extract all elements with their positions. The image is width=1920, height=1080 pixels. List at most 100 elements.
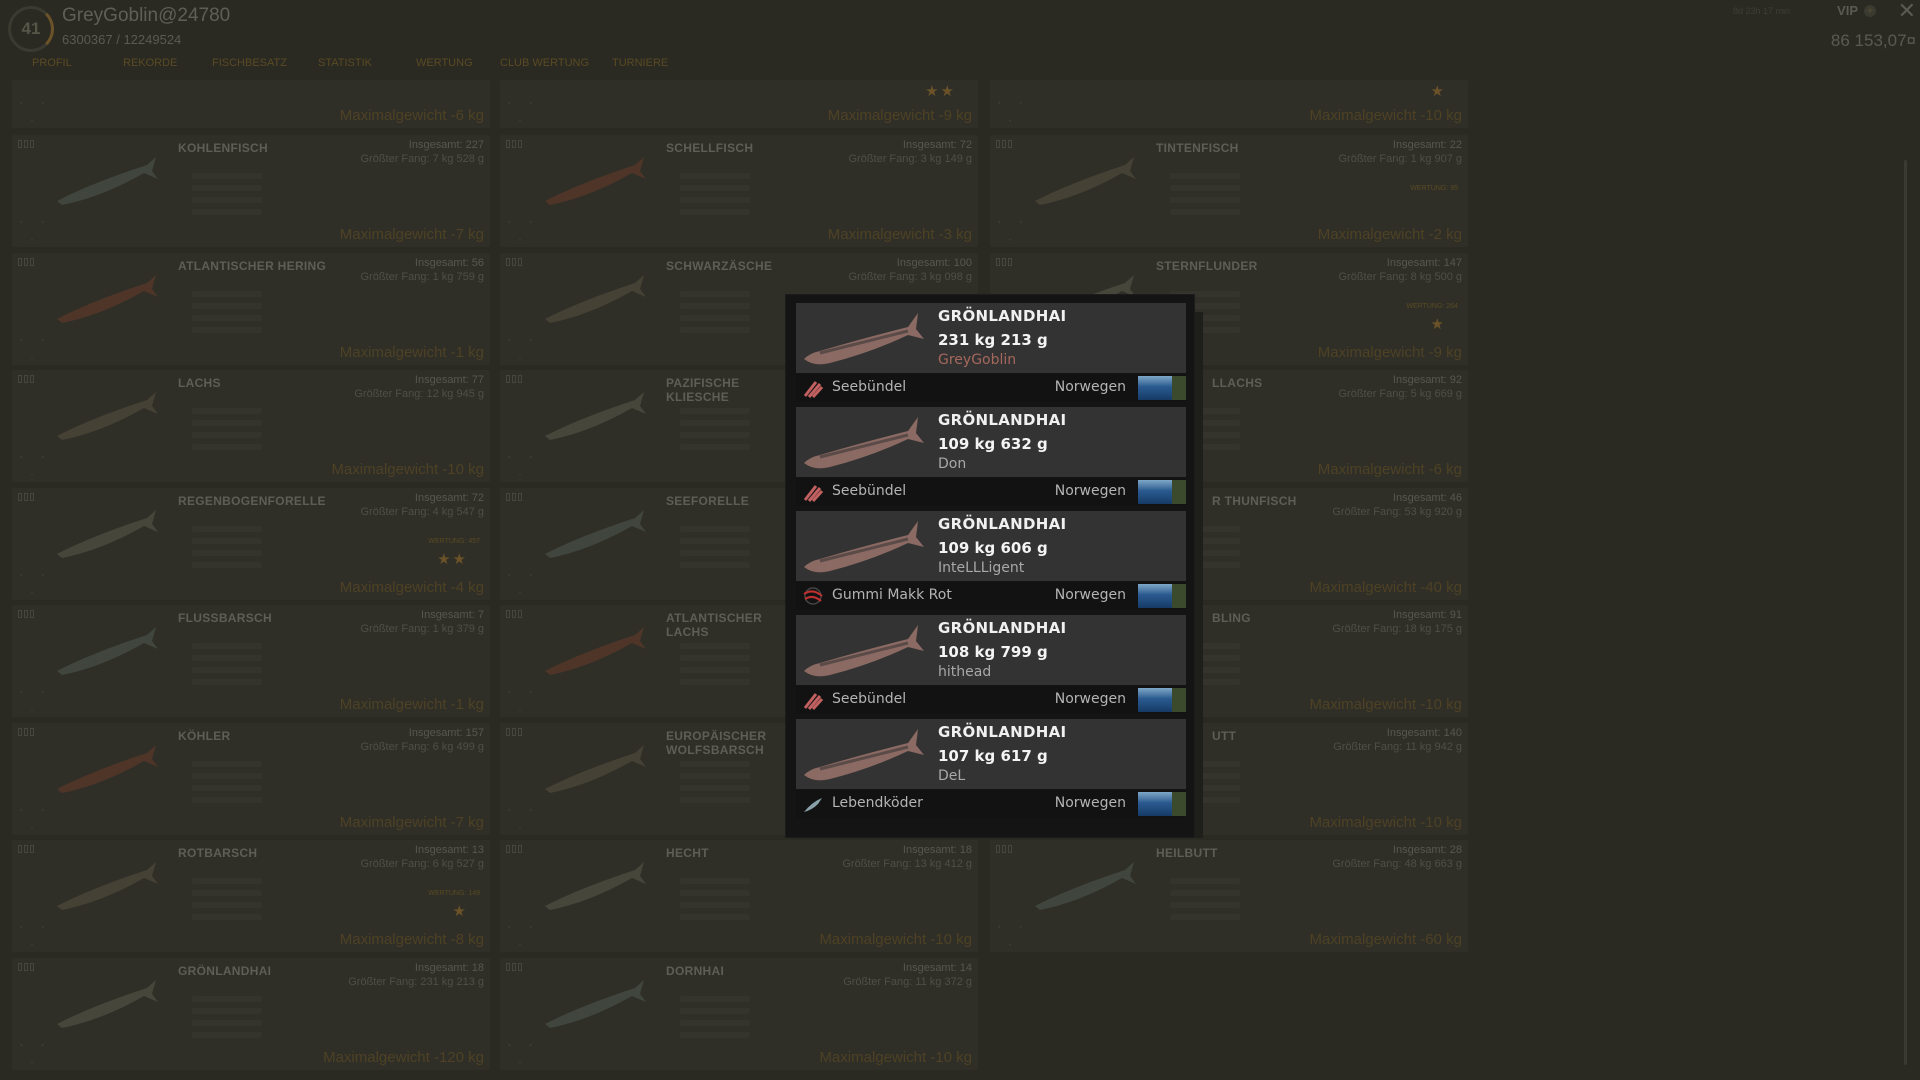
record-player[interactable]: InteLLLigent — [938, 560, 1025, 576]
fish-image — [540, 153, 650, 217]
fish-rating: WERTUNG: 457 — [428, 538, 480, 545]
location-thumbnail — [1138, 792, 1186, 816]
star-rating-icon: ★★ — [925, 82, 956, 100]
tab-turniere[interactable]: TURNIERE — [612, 57, 669, 69]
fish-image — [540, 271, 650, 335]
greenland-shark-image — [800, 309, 930, 373]
fish-card[interactable]: ★★Maximalgewicht -9 kg — [500, 80, 978, 128]
record-entry[interactable]: GRÖNLANDHAI 231 kg 213 g GreyGoblin Seeb… — [796, 303, 1186, 403]
record-entry[interactable]: GRÖNLANDHAI 107 kg 617 g DeL Lebendköder… — [796, 719, 1186, 819]
fish-image — [1030, 858, 1140, 922]
record-player[interactable]: Don — [938, 456, 967, 472]
max-weight: Maximalgewicht -60 kg — [1309, 931, 1462, 948]
fish-total: Insgesamt: 13 — [414, 844, 484, 856]
seebundel-bait-icon — [802, 482, 824, 503]
tab-wertung[interactable]: WERTUNG — [416, 57, 473, 69]
record-weight: 107 kg 617 g — [938, 747, 1048, 765]
fish-image — [52, 506, 162, 570]
fish-best-catch: Größter Fang: 1 kg 379 g — [360, 623, 484, 635]
trophy-emblem-icon — [20, 339, 44, 359]
fish-best-catch: Größter Fang: 11 kg 372 g — [843, 976, 972, 988]
greenland-shark-image — [800, 413, 930, 477]
max-weight: Maximalgewicht -10 kg — [1309, 107, 1462, 124]
max-weight: Maximalgewicht -120 kg — [323, 1049, 484, 1066]
fish-card[interactable]: Maximalgewicht -6 kg — [12, 80, 490, 128]
fish-best-catch: Größter Fang: 6 kg 499 g — [360, 741, 484, 753]
tab-rekorde[interactable]: REKORDE — [123, 57, 178, 69]
greenland-shark-image — [800, 621, 930, 685]
tab-fischbesatz[interactable]: FISCHBESATZ — [212, 57, 287, 69]
record-fish-name: GRÖNLANDHAI — [938, 619, 1067, 637]
record-player[interactable]: hithead — [938, 664, 992, 680]
record-details-bar: Lebendköder Norwegen — [796, 790, 1186, 818]
livebait-bait-icon — [802, 794, 824, 814]
record-bait: Gummi Makk Rot — [832, 587, 952, 603]
location-thumbnail — [1138, 584, 1186, 608]
tab-profil[interactable]: PROFIL — [32, 57, 72, 69]
max-weight: Maximalgewicht -10 kg — [819, 1049, 972, 1066]
fish-image — [540, 388, 650, 452]
tab-club-wertung[interactable]: CLUB WERTUNG — [500, 57, 590, 69]
vip-plus-icon[interactable]: + — [1864, 5, 1876, 17]
top-catches-popup: GRÖNLANDHAI 231 kg 213 g GreyGoblin Seeb… — [785, 294, 1195, 838]
fish-rarity-marks — [18, 375, 34, 383]
scrollbar[interactable] — [1904, 160, 1907, 1065]
record-player[interactable]: DeL — [938, 768, 966, 784]
location-thumbnail — [1138, 688, 1186, 712]
vip-label: VIP — [1837, 3, 1858, 18]
max-weight: Maximalgewicht -10 kg — [1309, 814, 1462, 831]
money-balance: 86 153,07¤ — [1830, 31, 1916, 50]
max-weight: Maximalgewicht -4 kg — [339, 579, 484, 596]
record-fish-name: GRÖNLANDHAI — [938, 723, 1067, 741]
fish-best-catch: Größter Fang: 53 kg 920 g — [1332, 506, 1462, 518]
lure-list — [192, 408, 262, 456]
record-fish-name: GRÖNLANDHAI — [938, 307, 1067, 325]
fish-name: EUROPÄISCHER WOLFSBARSCH — [666, 729, 767, 757]
fish-image — [52, 153, 162, 217]
lure-list — [1170, 878, 1240, 926]
fish-image — [52, 388, 162, 452]
fish-rarity-marks — [506, 845, 522, 853]
fish-rarity-marks — [506, 610, 522, 618]
fish-rarity-marks — [18, 140, 34, 148]
fish-total: Insgesamt: 72 — [902, 139, 972, 151]
fish-card[interactable]: ★Maximalgewicht -10 kg — [990, 80, 1468, 128]
fish-total: Insgesamt: 18 — [902, 844, 972, 856]
record-location: Norwegen — [1054, 587, 1126, 603]
lure-list — [192, 643, 262, 691]
greenland-shark-image — [800, 517, 930, 581]
close-icon[interactable]: ✕ — [1897, 0, 1916, 24]
fish-name: ATLANTISCHER LACHS — [666, 611, 763, 639]
fish-image — [52, 741, 162, 805]
lure-list — [1170, 408, 1240, 456]
fish-rarity-marks — [996, 140, 1012, 148]
fish-total: Insgesamt: 100 — [896, 257, 972, 269]
record-entry[interactable]: GRÖNLANDHAI 109 kg 632 g Don Seebündel N… — [796, 407, 1186, 507]
fish-name: STERNFLUNDER — [1156, 259, 1258, 273]
fish-name: KOHLENFISCH — [178, 141, 268, 155]
record-details-bar: Seebündel Norwegen — [796, 374, 1186, 402]
record-location: Norwegen — [1054, 691, 1126, 707]
record-fish-name: GRÖNLANDHAI — [938, 411, 1067, 429]
record-player[interactable]: GreyGoblin — [938, 352, 1017, 368]
tab-statistik[interactable]: STATISTIK — [318, 57, 372, 69]
fish-best-catch: Größter Fang: 231 kg 213 g — [348, 976, 484, 988]
record-entry[interactable]: GRÖNLANDHAI 108 kg 799 g hithead Seebünd… — [796, 615, 1186, 715]
fish-best-catch: Größter Fang: 5 kg 669 g — [1338, 388, 1462, 400]
record-location: Norwegen — [1054, 379, 1126, 395]
record-entry[interactable]: GRÖNLANDHAI 109 kg 606 g InteLLLigent Gu… — [796, 511, 1186, 611]
